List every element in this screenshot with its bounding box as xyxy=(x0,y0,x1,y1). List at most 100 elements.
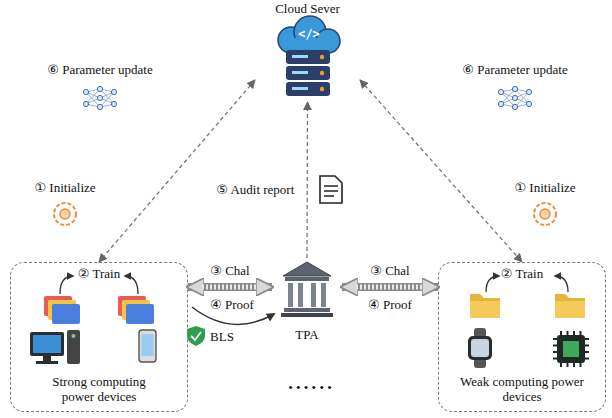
server-icon-part xyxy=(292,71,308,74)
document-icon-part xyxy=(324,190,338,192)
server-icon-part xyxy=(286,82,330,96)
dashed-arrow xyxy=(306,102,308,258)
server-icon-part xyxy=(320,55,324,59)
network-icon-part xyxy=(526,101,531,106)
computer-icon-part xyxy=(43,356,51,361)
folder-icon-part xyxy=(555,301,585,318)
message-arrow xyxy=(188,283,272,291)
step-label: ① Initialize xyxy=(514,181,575,195)
tpa-building-part xyxy=(284,308,330,312)
node-title: Cloud Sever xyxy=(275,2,340,17)
tpa-building-part xyxy=(283,262,331,276)
document-icon-part xyxy=(324,185,338,187)
edge-label: ⑤ Audit report xyxy=(214,183,296,197)
code-glyph: </> xyxy=(298,28,320,41)
watch-icon-part xyxy=(468,336,492,360)
network-icon-part xyxy=(512,86,517,91)
initialize-icon-part xyxy=(534,203,556,225)
computer-icon-part xyxy=(33,335,61,353)
chip-icon-part xyxy=(560,331,562,335)
node-caption: Weak computing power devices xyxy=(460,375,585,405)
ellipsis: • • • • • • xyxy=(288,381,332,395)
node-title: ② Train xyxy=(501,267,543,282)
bls-shield xyxy=(187,326,205,346)
server-icon-part xyxy=(292,55,308,58)
phone-icon-part xyxy=(142,334,154,356)
tpa-building-part xyxy=(281,313,333,317)
server-icon xyxy=(286,50,330,96)
node-caption: Strong computing power devices xyxy=(37,375,162,405)
initialize-icon-part xyxy=(60,209,70,219)
train-arc xyxy=(60,276,73,294)
tpa-node: TPA xyxy=(272,258,342,344)
computer-icon xyxy=(30,330,80,364)
chip-icon-part xyxy=(580,331,582,335)
folder-icon-part xyxy=(555,294,585,318)
initialize-icon-part xyxy=(54,203,76,225)
step-label: ⑥ Parameter update xyxy=(47,63,153,77)
signature-label: BLS xyxy=(210,330,234,344)
chip-icon-part xyxy=(585,345,589,347)
dashed-arrow xyxy=(99,80,255,262)
watch-icon xyxy=(468,328,492,368)
network-icon-part xyxy=(97,104,102,109)
network-icon-part xyxy=(512,104,517,109)
chip-icon-part xyxy=(553,351,557,353)
arrow-hatch xyxy=(356,285,424,290)
file-stack xyxy=(44,296,154,324)
tpa-building-part xyxy=(288,283,293,307)
chip-icon-part xyxy=(553,345,557,347)
tpa-building-part xyxy=(321,283,326,307)
chip-icon-part xyxy=(573,331,575,335)
document-icon xyxy=(320,176,342,203)
bls-shield-part xyxy=(187,326,205,346)
tpa-building-part xyxy=(298,283,303,307)
chip-icon-part xyxy=(567,363,569,367)
phone-icon xyxy=(139,330,156,362)
network-icon-part xyxy=(97,95,102,100)
network-icon-part xyxy=(512,95,517,100)
chip-icon-part xyxy=(560,363,562,367)
message-arrow xyxy=(342,283,438,291)
file-stack-part xyxy=(126,304,154,324)
initialize-icon xyxy=(54,203,556,225)
server-icon-part xyxy=(320,87,324,91)
chip-icon-part xyxy=(567,331,569,335)
step-label: ① Initialize xyxy=(34,181,95,195)
network-icon-part xyxy=(526,89,531,94)
step-label: ④ Proof xyxy=(368,298,412,312)
cloud-server: Cloud Sever xyxy=(255,2,360,102)
folder-icon-part xyxy=(470,294,500,318)
server-icon-part xyxy=(286,50,330,64)
network-icon-part xyxy=(97,86,102,91)
computer-icon-part xyxy=(72,334,76,338)
computer-icon-part xyxy=(36,361,58,364)
chip-icon xyxy=(553,331,589,367)
chip-icon-part xyxy=(585,338,589,340)
file-stack-part xyxy=(52,304,80,324)
arrow-hatch xyxy=(202,285,258,290)
tpa-building-part xyxy=(311,283,316,307)
network-icon-part xyxy=(498,89,503,94)
device-group: ② TrainStrong computing power devices xyxy=(10,262,188,412)
chip-icon-part xyxy=(557,335,585,363)
network-icon-part xyxy=(83,89,88,94)
network-icon-part xyxy=(83,101,88,106)
dashed-arrow xyxy=(360,80,522,262)
computer-icon-part xyxy=(30,332,64,356)
bls-shield-part xyxy=(191,332,201,340)
cloud-icon xyxy=(278,16,340,53)
node-title: TPA xyxy=(295,328,318,343)
chip-icon-part xyxy=(573,363,575,367)
server-icon-part xyxy=(286,66,330,80)
network-icon-part xyxy=(111,89,116,94)
train-arc xyxy=(125,276,138,294)
phone-icon-part xyxy=(139,330,156,362)
computer-icon-part xyxy=(67,330,80,364)
tpa-building xyxy=(281,262,333,317)
document-icon-part xyxy=(320,176,342,203)
step-label: ④ Proof xyxy=(210,298,254,312)
folder-icon xyxy=(470,294,585,318)
network-icon-part xyxy=(111,101,116,106)
